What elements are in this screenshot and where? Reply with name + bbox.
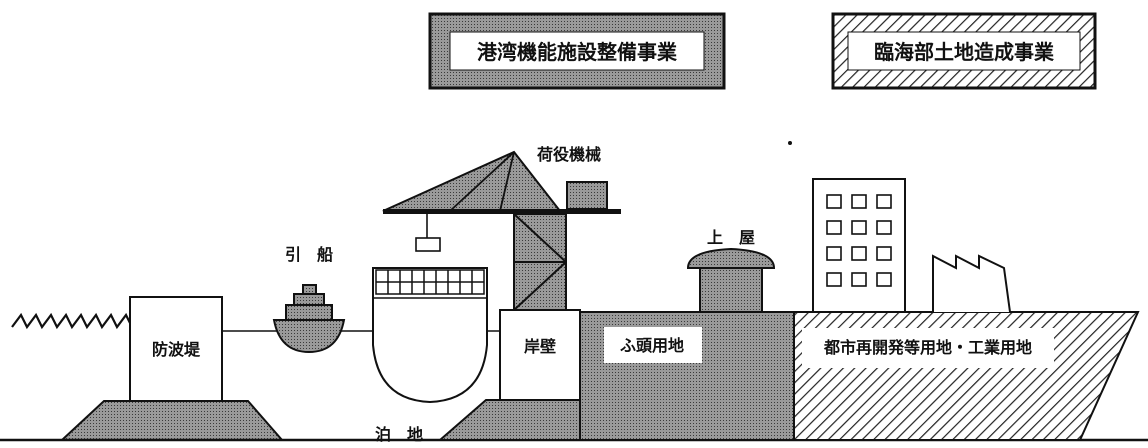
speck-mark	[788, 141, 792, 145]
wharf-land-label: ふ頭用地	[620, 336, 684, 355]
cargo-ship	[372, 267, 488, 404]
factory	[932, 254, 1011, 313]
wharf-land-label-bg	[604, 327, 702, 363]
urban-industrial-label: 都市再開発等用地・工業用地	[823, 338, 1032, 357]
anchorage-label: 泊 地	[375, 425, 423, 444]
quay-wall-label: 岸壁	[524, 337, 556, 356]
office-building	[812, 178, 906, 313]
cargo-crane	[382, 150, 621, 311]
tugboat-label: 引 船	[285, 245, 333, 264]
breakwater-label: 防波堤	[152, 340, 201, 359]
tugboat	[272, 284, 346, 354]
shed-label: 上 屋	[707, 228, 755, 247]
ship-containers	[375, 269, 485, 295]
quay-wall	[499, 309, 581, 401]
breakwater	[129, 296, 223, 402]
urban-industrial-label-bg	[802, 328, 1054, 368]
breakwater-mound	[59, 400, 285, 441]
shed	[686, 247, 776, 313]
legend-land-reclamation-label: 臨海部土地造成事業	[874, 40, 1055, 64]
sea-wave-line	[11, 312, 133, 330]
cargo-handling-label: 荷役機械	[537, 145, 601, 164]
legend-port-facility: 港湾機能施設整備事業	[428, 12, 726, 90]
legend-land-reclamation: 臨海部土地造成事業	[831, 12, 1097, 90]
legend-port-facility-label: 港湾機能施設整備事業	[477, 40, 678, 64]
